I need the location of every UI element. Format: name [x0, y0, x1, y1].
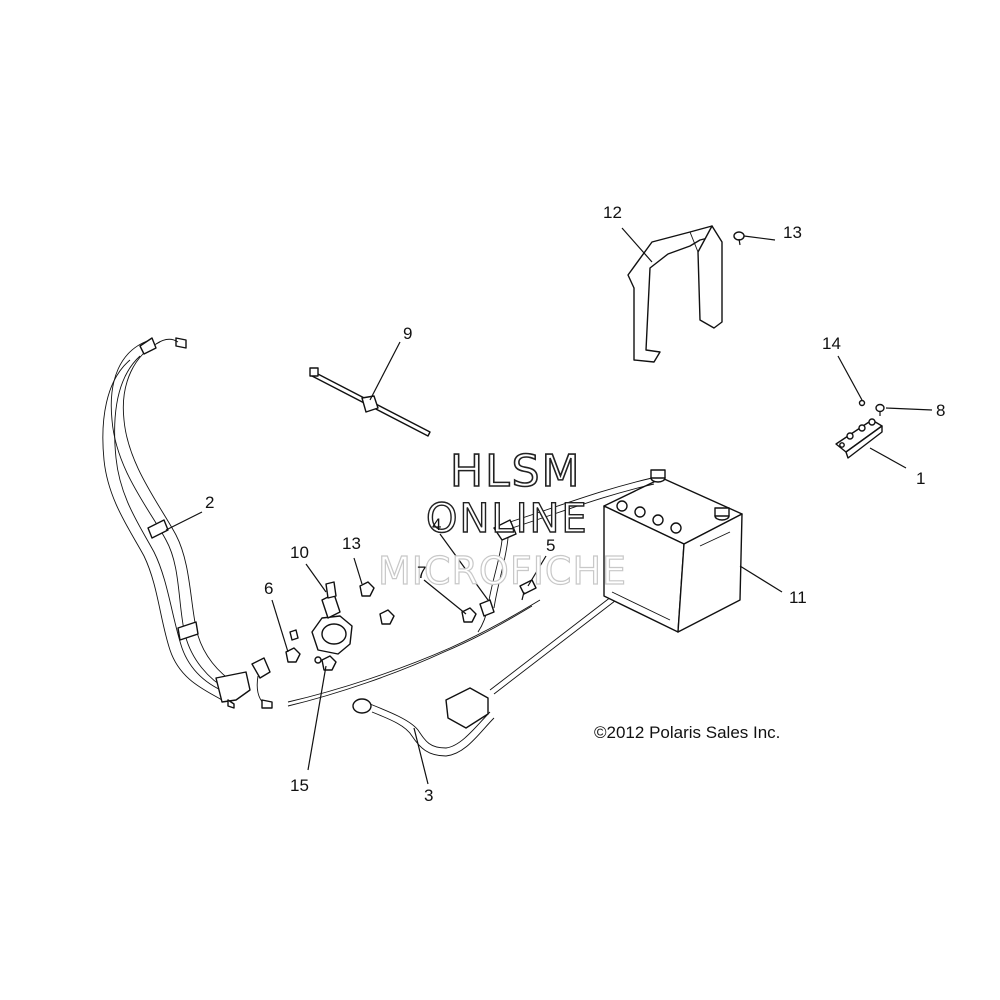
callout-2: 2 [205, 493, 214, 512]
callout-7: 7 [417, 563, 426, 582]
watermark-line3: MICROFICHE [378, 549, 627, 593]
nut-part-6 [285, 629, 301, 663]
battery-part [603, 469, 743, 633]
callout-13-lower: 13 [342, 534, 361, 553]
leader-lines [165, 227, 933, 785]
callout-1: 1 [916, 469, 925, 488]
callout-5: 5 [546, 536, 555, 555]
callout-3: 3 [424, 786, 433, 805]
terminal-wire [509, 477, 653, 523]
callout-6: 6 [264, 579, 273, 598]
callout-10: 10 [290, 543, 309, 562]
callout-13-top: 13 [783, 223, 802, 242]
wire-harness-part [102, 337, 541, 709]
terminal-wire-2 [511, 483, 655, 529]
cable-tie-part [309, 367, 431, 437]
callout-labels: 12 13 9 14 8 1 2 4 5 10 13 7 6 11 15 3 [205, 203, 945, 805]
watermark-line2: ONLINE [426, 496, 589, 542]
screw-part-8 [875, 403, 885, 416]
terminal-block-part [835, 418, 883, 459]
bolt-part-5 [519, 579, 537, 601]
callout-15: 15 [290, 776, 309, 795]
nut-part-14 [858, 399, 866, 407]
solenoid-part [311, 581, 353, 664]
ground-cable-part [477, 519, 517, 633]
copyright-notice: ©2012 Polaris Sales Inc. [594, 723, 780, 742]
callout-8: 8 [936, 401, 945, 420]
callout-12: 12 [603, 203, 622, 222]
screw-part-top [733, 231, 745, 246]
watermark-line1: HLSM [450, 446, 582, 497]
watermark: HLSM ONLINE MICROFICHE [377, 445, 627, 593]
callout-4: 4 [432, 515, 441, 534]
battery-cable-part [352, 589, 625, 757]
callout-14: 14 [822, 334, 841, 353]
nut-part-13-lower [359, 581, 395, 625]
nut-part-15 [321, 655, 337, 671]
nut-part-7 [461, 607, 477, 623]
callout-9: 9 [403, 324, 412, 343]
callout-11: 11 [789, 588, 807, 607]
battery-bracket-part [627, 225, 723, 363]
